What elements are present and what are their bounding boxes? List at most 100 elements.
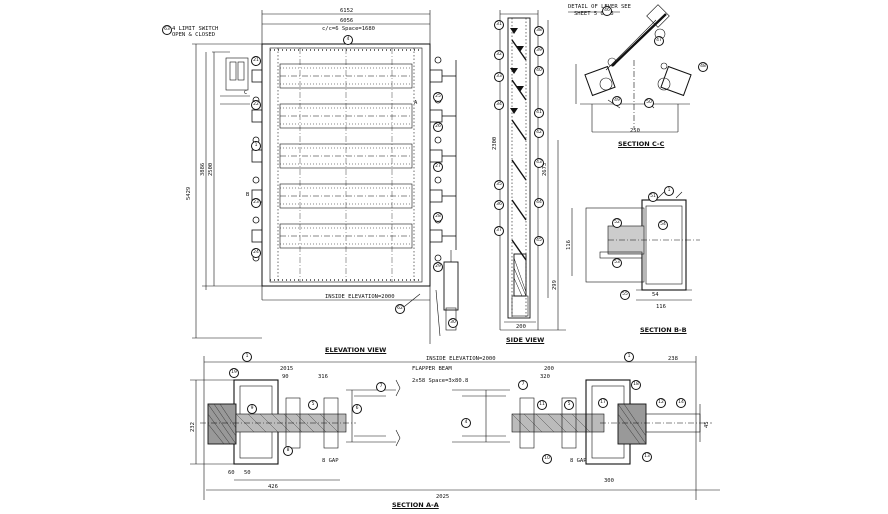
callout-balloon: 37	[494, 226, 504, 236]
callout-balloon: 7	[518, 380, 528, 390]
dim-side-w5: 200	[516, 324, 526, 330]
dim-bolt-pitch: c/c=6 Space=1680	[322, 26, 375, 32]
callout-balloon: 14	[676, 398, 686, 408]
callout-balloon: 10	[542, 454, 552, 464]
beam-spacing-label: 2x58 Space=3x80.8	[412, 378, 469, 384]
dim-width-2: 6056	[340, 18, 354, 24]
callout-balloon: 1	[624, 352, 634, 362]
dim-238: 238	[668, 356, 678, 362]
dim-426: 426	[268, 484, 278, 490]
dim-60: 60	[228, 470, 235, 476]
callout-balloon: 1	[242, 352, 252, 362]
callout-balloon: 18	[631, 380, 641, 390]
callout-balloon: 25	[433, 92, 443, 102]
callout-balloon: 1	[251, 141, 261, 151]
section-marker-c: C	[244, 90, 248, 96]
callout-balloon: 5	[564, 400, 574, 410]
dim-316: 316	[318, 374, 328, 380]
section-aa-title: SECTION A-A	[392, 501, 439, 509]
left-shaft-ends	[251, 56, 263, 262]
dim-2015: 2015	[280, 366, 294, 372]
callout-balloon: 28	[433, 212, 443, 222]
callout-balloon: 21	[251, 56, 261, 66]
callout-balloon: 36	[494, 200, 504, 210]
callout-balloon: 4	[343, 35, 353, 45]
dim-45: 45	[704, 421, 710, 428]
section-cc-title: SECTION C-C	[618, 140, 665, 148]
dim-90: 90	[282, 374, 289, 380]
detail-lever-note: DETAIL OF LEVER SEE	[568, 4, 631, 10]
callout-balloon: 41	[534, 108, 544, 118]
callout-balloon: 55	[620, 290, 630, 300]
dim-200: 200	[544, 366, 554, 372]
section-marker-b: B	[246, 192, 250, 198]
callout-balloon: 33	[494, 72, 504, 82]
dim-overall-height: 5429	[186, 186, 192, 200]
flapper-beam-label: FLAPPER BEAM	[412, 366, 452, 372]
side-view	[499, 10, 566, 331]
callout-balloon: 47	[654, 36, 664, 46]
dim-aa-total: 2025	[436, 494, 450, 500]
callout-balloon: 62	[395, 304, 405, 314]
cc-dim: 250	[630, 128, 640, 134]
callout-balloon: 22	[251, 100, 261, 110]
callout-balloon: 1	[664, 186, 674, 196]
callout-balloon: 52	[612, 218, 622, 228]
section-bb	[571, 191, 700, 301]
dim-inside-height-2: 2500	[208, 162, 214, 176]
callout-balloon: 32	[494, 50, 504, 60]
callout-balloon: 4	[461, 418, 471, 428]
callout-balloon: 48	[698, 62, 708, 72]
callout-balloon: 7	[376, 382, 386, 392]
callout-balloon: 49	[612, 96, 622, 106]
callout-balloon: 54	[658, 220, 668, 230]
callout-balloon: 63	[162, 25, 172, 35]
elevation-view-title: ELEVATION VIEW	[325, 346, 387, 354]
dim-320: 320	[540, 374, 550, 380]
section-bb-title: SECTION B-B	[640, 326, 687, 334]
dim-50: 50	[244, 470, 251, 476]
callout-balloon: 51	[648, 192, 658, 202]
callout-balloon: 19	[229, 368, 239, 378]
bb-dim-1: 54	[652, 292, 659, 298]
callout-balloon: 26	[433, 122, 443, 132]
callout-balloon: 23	[251, 198, 261, 208]
dim-overall-width: 6152	[340, 8, 354, 14]
b-gap-right: 8 GAP	[570, 458, 587, 464]
right-shaft-ends	[429, 56, 457, 262]
dim-side-w2: 2300	[492, 136, 498, 150]
callout-balloon: 30	[448, 318, 458, 328]
limit-switch	[220, 57, 250, 105]
callout-balloon: 29	[433, 262, 443, 272]
section-marker-a: A	[414, 100, 418, 106]
callout-balloon: 35	[494, 180, 504, 190]
callout-balloon: 5	[308, 400, 318, 410]
elevation-view	[192, 10, 459, 344]
callout-balloon: 42	[534, 128, 544, 138]
bb-dim-side: 116	[566, 240, 572, 250]
b-gap-left: 8 GAP	[322, 458, 339, 464]
callout-balloon: 11	[537, 400, 547, 410]
section-cc	[575, 60, 692, 133]
open-closed-note: OPEN & CLOSED	[172, 32, 216, 38]
dim-300: 300	[604, 478, 614, 484]
callout-balloon: 45	[534, 236, 544, 246]
callout-balloon: 12	[656, 398, 666, 408]
callout-balloon: 38	[534, 26, 544, 36]
bb-dim-2: 116	[656, 304, 666, 310]
callout-balloon: 17	[598, 398, 608, 408]
callout-balloon: 46	[602, 6, 612, 16]
callout-balloon: 24	[251, 248, 261, 258]
callout-balloon: 40	[534, 66, 544, 76]
dim-inside-height: 3886	[200, 162, 206, 176]
detail-sheet-note: SHEET 5 OF 5	[574, 11, 614, 17]
section-aa	[190, 356, 720, 500]
dim-aa-inside: INSIDE ELEVATION=2000	[426, 356, 496, 362]
side-view-title: SIDE VIEW	[506, 336, 545, 344]
callout-balloon: 6	[352, 404, 362, 414]
callout-balloon: 43	[534, 158, 544, 168]
callout-balloon: 39	[534, 46, 544, 56]
callout-balloon: 50	[644, 98, 654, 108]
callout-balloon: 53	[612, 258, 622, 268]
